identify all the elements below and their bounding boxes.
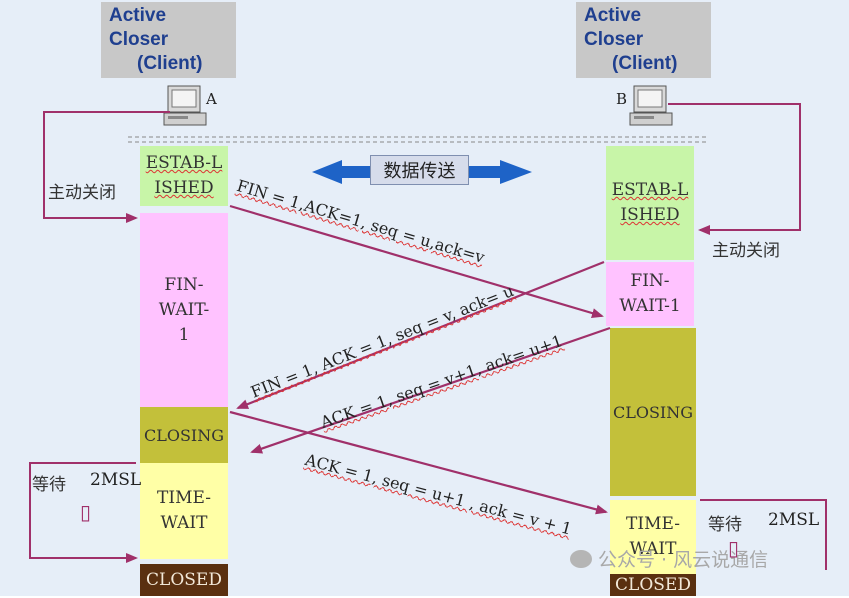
client-a-header: Active Closer (Client) [101, 2, 236, 78]
data-transfer-box: 数据传送 [370, 155, 469, 185]
a-state-established-text: ESTAB-LISHED [145, 153, 223, 198]
a-state-fin-wait-1: FIN-WAIT-1 [140, 213, 228, 407]
a-state-closing: CLOSING [140, 407, 228, 463]
a-wait-glyph: ▯ [80, 500, 92, 524]
watermark: 公众号 · 风云说通信 [570, 545, 768, 572]
data-transfer-label: 数据传送 [383, 161, 456, 182]
arrow-b-to-a-ack [250, 326, 611, 454]
b-wait-glyph: ▯ [728, 536, 740, 560]
a-state-time-wait-text: TIME-WAIT [157, 488, 211, 533]
host-b-label: B [616, 90, 628, 108]
arrow-a-to-b-fin [229, 204, 604, 318]
arrow-b-to-a-fin [236, 260, 605, 410]
wechat-icon [570, 549, 592, 568]
client-b-header: Active Closer (Client) [576, 2, 711, 78]
b-wait-label: 等待 [708, 515, 742, 534]
a-wait-bracket [29, 462, 138, 563]
client-b-header-line1: Active [584, 5, 642, 26]
client-a-header-line3: (Client) [137, 53, 203, 74]
host-a-label: A [206, 90, 217, 108]
arrow-a-to-b-ack [229, 410, 608, 515]
b-state-closing: CLOSING [610, 328, 696, 496]
b-state-closing-text: CLOSING [612, 402, 694, 422]
client-a-header-line1: Active [109, 5, 167, 26]
b-state-time-wait-text: TIME-WAIT [626, 514, 680, 559]
a-state-closed-text: CLOSED [146, 569, 222, 590]
client-b-header-line2: Closer [584, 29, 644, 50]
b-active-close-label: 主动关闭 [712, 241, 780, 260]
b-state-established-text: ESTAB-LISHED [611, 180, 689, 225]
b-state-established: ESTAB-LISHED [606, 146, 694, 260]
b-state-fin-wait-1: FIN-WAIT-1 [606, 262, 694, 326]
watermark-text: 公众号 · 风云说通信 [598, 549, 769, 571]
b-state-fin-wait-1-text: FIN-WAIT-1 [619, 271, 681, 316]
a-wait-label: 等待 [32, 475, 66, 494]
client-b-header-line3: (Client) [612, 53, 678, 74]
b-state-time-wait: TIME-WAIT [610, 500, 696, 574]
b-active-close-bracket [668, 103, 801, 235]
a-state-time-wait: TIME-WAIT [140, 463, 228, 559]
b-state-closed: CLOSED [610, 574, 696, 596]
a-state-established: ESTAB-LISHED [140, 146, 228, 206]
b-wait-time: 2MSL [768, 510, 820, 530]
client-a-header-line2: Closer [109, 29, 169, 50]
a-state-fin-wait-1-text: FIN-WAIT-1 [158, 274, 210, 345]
b-state-closed-text: CLOSED [615, 574, 691, 595]
a-state-closed: CLOSED [140, 564, 228, 596]
a-active-close-bracket [43, 111, 170, 223]
b-wait-bracket [700, 499, 827, 570]
a-wait-time: 2MSL [90, 470, 142, 490]
a-active-close-label: 主动关闭 [48, 183, 116, 202]
a-state-closing-text: CLOSING [143, 425, 225, 445]
